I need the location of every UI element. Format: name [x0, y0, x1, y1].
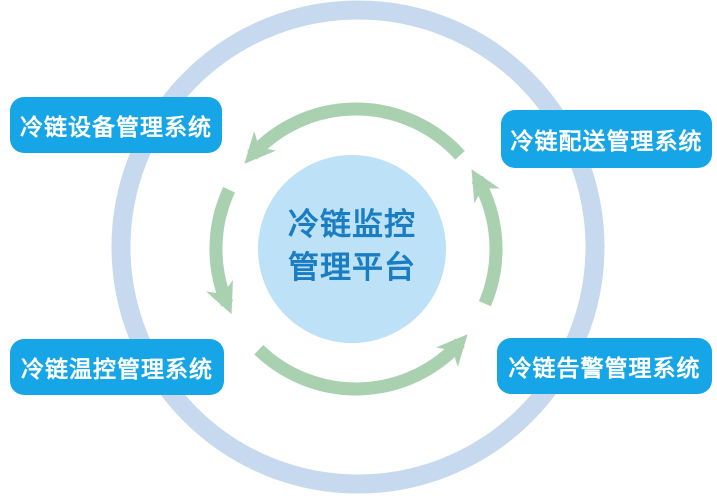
- cycle-arrow-left: [206, 187, 236, 315]
- cycle-arrow-top: [244, 102, 465, 164]
- center-platform-label: 冷链监控 管理平台: [242, 203, 462, 289]
- node-delivery-system: 冷链配送管理系统: [501, 110, 712, 168]
- cycle-arrow-right: [471, 169, 503, 307]
- node-temperature-system-label: 冷链温控管理系统: [21, 356, 213, 382]
- node-equipment-system: 冷链设备管理系统: [10, 97, 222, 153]
- node-delivery-system-label: 冷链配送管理系统: [510, 128, 703, 154]
- outer-ring-circle: [111, 0, 605, 494]
- node-alarm-system: 冷链告警管理系统: [497, 338, 712, 394]
- cycle-arrow-bottom: [254, 334, 468, 396]
- node-alarm-system-label: 冷链告警管理系统: [508, 355, 701, 381]
- center-platform-circle: [258, 155, 446, 343]
- node-equipment-system-label: 冷链设备管理系统: [20, 114, 212, 140]
- node-temperature-system: 冷链温控管理系统: [10, 339, 224, 395]
- center-platform-label-line2: 管理平台: [288, 250, 416, 285]
- center-platform-label-line1: 冷链监控: [288, 207, 416, 242]
